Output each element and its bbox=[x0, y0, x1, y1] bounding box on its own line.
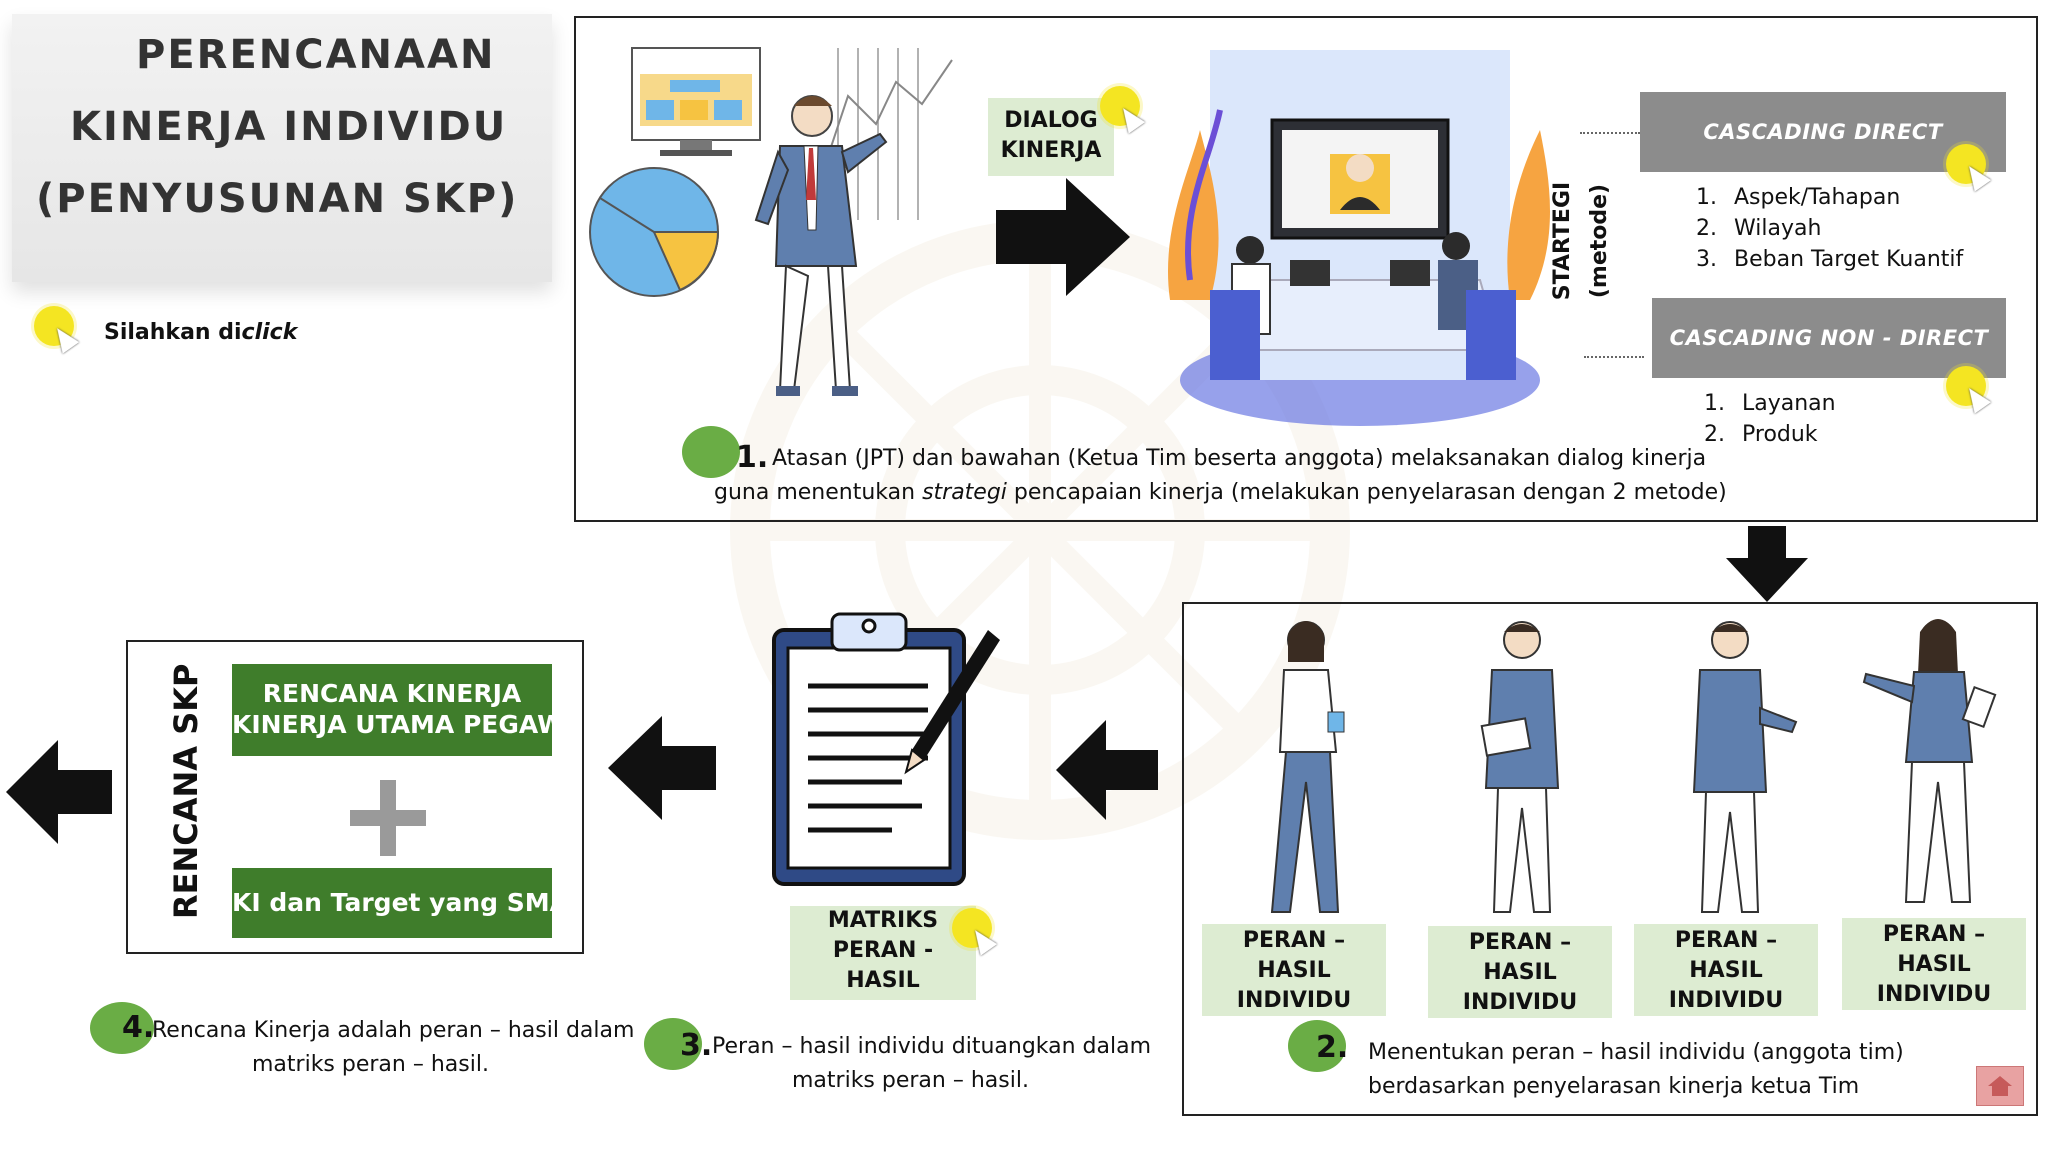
cascading-non-direct-list: 1.Layanan 2.Produk bbox=[1704, 388, 2004, 450]
step4-number: 4. bbox=[122, 1010, 155, 1045]
title-line-1: PERENCANAAN bbox=[136, 32, 496, 78]
arrow-left-icon bbox=[6, 740, 112, 844]
cascading-direct-band[interactable]: CASCADING DIRECT bbox=[1640, 92, 2006, 172]
step4-dot bbox=[90, 1002, 154, 1054]
click-icon[interactable] bbox=[952, 908, 992, 948]
cascading-direct-title: CASCADING DIRECT bbox=[1703, 120, 1943, 144]
click-hint: Silahkan diclick bbox=[34, 306, 334, 356]
home-icon bbox=[1988, 1076, 2012, 1096]
matriks-label: MATRIKS PERAN - HASIL bbox=[790, 906, 976, 1000]
rencana-skp-panel bbox=[126, 640, 584, 954]
list-item: 2.Produk bbox=[1704, 422, 1818, 447]
step1-number: 1. bbox=[736, 440, 769, 475]
rencana-kinerja-bar: RENCANA KINERJA KINERJA UTAMA PEGAWAI bbox=[232, 664, 552, 756]
person-illustration-4 bbox=[1862, 619, 1997, 903]
list-item: 2.Wilayah bbox=[1696, 216, 1822, 241]
step3-number: 3. bbox=[680, 1028, 713, 1063]
title-card: PERENCANAAN KINERJA INDIVIDU (PENYUSUNAN… bbox=[12, 14, 552, 282]
person-illustration-2 bbox=[1480, 621, 1560, 913]
click-hint-prefix: Silahkan di bbox=[104, 320, 242, 345]
arrow-right-icon bbox=[996, 178, 1130, 296]
step2-panel bbox=[1182, 602, 2038, 1116]
dialog-kinerja-label: DIALOG KINERJA bbox=[988, 98, 1114, 176]
title-line-3: (PENYUSUNAN SKP) bbox=[36, 176, 519, 222]
meeting-illustration bbox=[1167, 50, 1550, 426]
clipboard-illustration bbox=[772, 612, 1000, 886]
list-item: 1.Layanan bbox=[1704, 391, 1836, 416]
plus-icon bbox=[350, 780, 426, 856]
step1-panel bbox=[574, 16, 2038, 522]
arrow-down-icon bbox=[1726, 526, 1808, 602]
title-line-2: KINERJA INDIVIDU bbox=[70, 104, 508, 150]
presenter-illustration bbox=[589, 47, 953, 396]
click-icon bbox=[34, 306, 74, 346]
cascading-non-direct-title: CASCADING NON - DIRECT bbox=[1669, 326, 1989, 350]
connector-non-direct bbox=[1584, 356, 1644, 358]
step2-line2: berdasarkan penyelarasan kinerja ketua T… bbox=[1368, 1074, 1860, 1099]
rencana-skp-vertical-title: RENCANA SKP bbox=[167, 663, 205, 919]
step3-dot bbox=[644, 1018, 702, 1070]
step4-line1: Rencana Kinerja adalah peran – hasil dal… bbox=[152, 1018, 635, 1043]
step2-dot bbox=[1288, 1020, 1346, 1072]
cascading-non-direct-band[interactable]: CASCADING NON - DIRECT bbox=[1652, 298, 2006, 378]
click-icon[interactable] bbox=[1100, 86, 1140, 126]
home-button[interactable] bbox=[1976, 1066, 2024, 1106]
step1-dot bbox=[682, 426, 740, 478]
dialog-kinerja-line1: DIALOG bbox=[1004, 108, 1098, 133]
step3-line2: matriks peran – hasil. bbox=[792, 1068, 1029, 1093]
list-item: 1.Aspek/Tahapan bbox=[1696, 185, 1901, 210]
ki-target-smart-bar: KI dan Target yang SMART bbox=[232, 868, 552, 938]
strategy-label-line1: STARTEGI bbox=[1550, 181, 1575, 301]
step2-line1: Menentukan peran – hasil individu (anggo… bbox=[1368, 1040, 1904, 1065]
arrow-left-icon bbox=[1056, 720, 1158, 820]
connector-direct bbox=[1580, 132, 1640, 134]
strategy-label-line2: (metode) bbox=[1587, 183, 1612, 299]
dialog-kinerja-line2: KINERJA bbox=[1000, 138, 1102, 163]
step3-line1: Peran – hasil individu dituangkan dalam bbox=[712, 1034, 1152, 1059]
step1-line2: guna menentukan strategi pencapaian kine… bbox=[714, 480, 1727, 505]
step1-line1: Atasan (JPT) dan bawahan (Ketua Tim bese… bbox=[772, 446, 1707, 471]
click-icon[interactable] bbox=[1946, 366, 1986, 406]
click-hint-emphasis: click bbox=[241, 320, 298, 345]
list-item: 3.Beban Target Kuantif bbox=[1696, 247, 1964, 272]
step4-line2: matriks peran – hasil. bbox=[252, 1052, 489, 1077]
cascading-direct-list: 1.Aspek/Tahapan 2.Wilayah 3.Beban Target… bbox=[1696, 182, 2026, 275]
person-illustration-1 bbox=[1270, 621, 1345, 913]
step2-number: 2. bbox=[1316, 1030, 1349, 1065]
arrow-left-icon bbox=[608, 716, 716, 820]
click-icon[interactable] bbox=[1946, 144, 1986, 184]
person-illustration-3 bbox=[1692, 621, 1798, 913]
